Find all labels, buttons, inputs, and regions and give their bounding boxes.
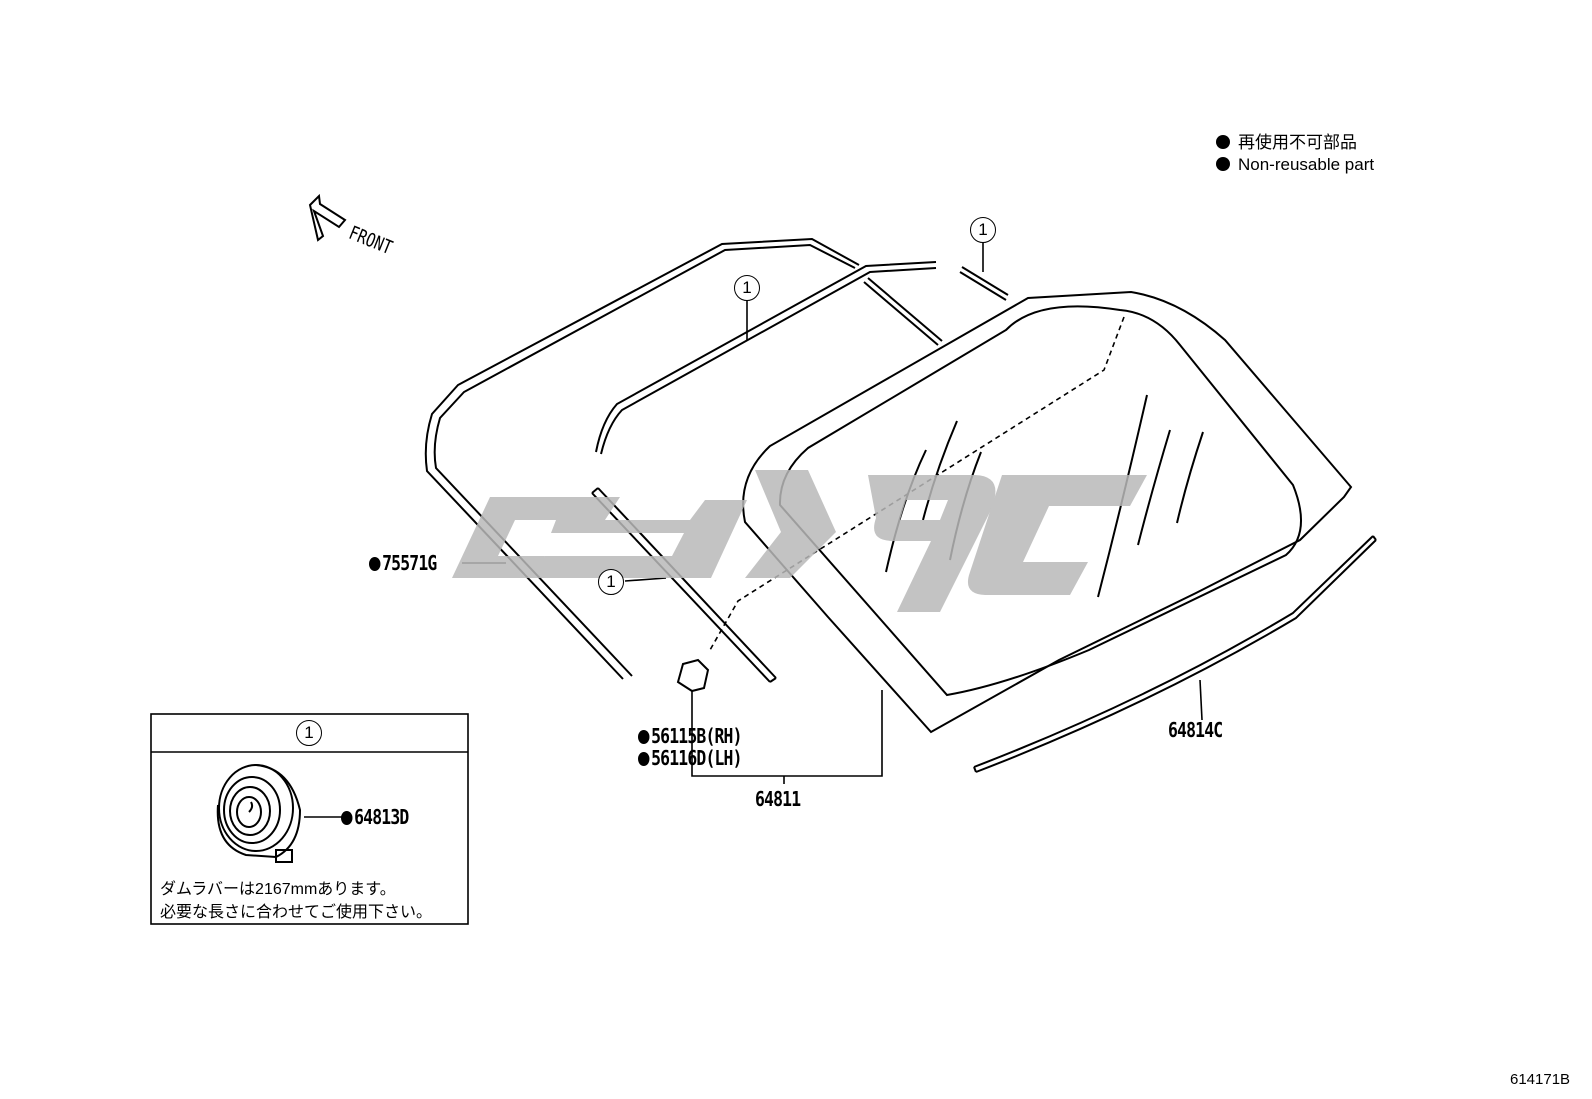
inset-note-line-2: 必要な長さに合わせてご使用下さい。 bbox=[160, 904, 433, 921]
bullet-dot-icon bbox=[1216, 135, 1230, 149]
part-label-56115b: 56115B(RH) bbox=[638, 724, 742, 748]
bullet-dot-icon bbox=[341, 811, 353, 825]
bullet-dot-icon bbox=[1216, 157, 1230, 171]
part-label-64813d: 64813D bbox=[341, 805, 409, 829]
callout-number: 1 bbox=[734, 275, 760, 301]
part-label-64811: 64811 bbox=[755, 787, 801, 811]
front-arrow-icon bbox=[308, 193, 347, 242]
top-strip-part bbox=[959, 266, 1009, 301]
bullet-dot-icon bbox=[638, 752, 650, 766]
part-label-64814c: 64814C bbox=[1168, 718, 1223, 742]
part-label-56116d: 56116D(LH) bbox=[638, 746, 742, 770]
inset-header-number: 1 bbox=[296, 720, 322, 746]
diagram-code: 614171B bbox=[1510, 1071, 1571, 1088]
part-label-75571g: 75571G bbox=[369, 551, 437, 575]
watermark-text: ジャンク bbox=[560, 600, 564, 601]
inset-box bbox=[150, 713, 469, 925]
inset-note-line-1: ダムラバーは2167mmあります。 bbox=[160, 881, 396, 898]
dam-rubber-roll-icon bbox=[216, 764, 302, 863]
side-molding-part bbox=[595, 261, 943, 455]
lower-molding-part bbox=[973, 535, 1377, 773]
bullet-dot-icon bbox=[369, 557, 381, 571]
legend-line-2: Non-reusable part bbox=[1216, 155, 1374, 175]
upper-molding-part bbox=[424, 237, 860, 680]
stopper-part bbox=[676, 658, 710, 693]
callout-number: 1 bbox=[970, 217, 996, 243]
watermark-graphic bbox=[452, 470, 1147, 612]
legend-line-1: 再使用不可部品 bbox=[1216, 128, 1357, 153]
callout-number: 1 bbox=[598, 569, 624, 595]
bullet-dot-icon bbox=[638, 730, 650, 744]
